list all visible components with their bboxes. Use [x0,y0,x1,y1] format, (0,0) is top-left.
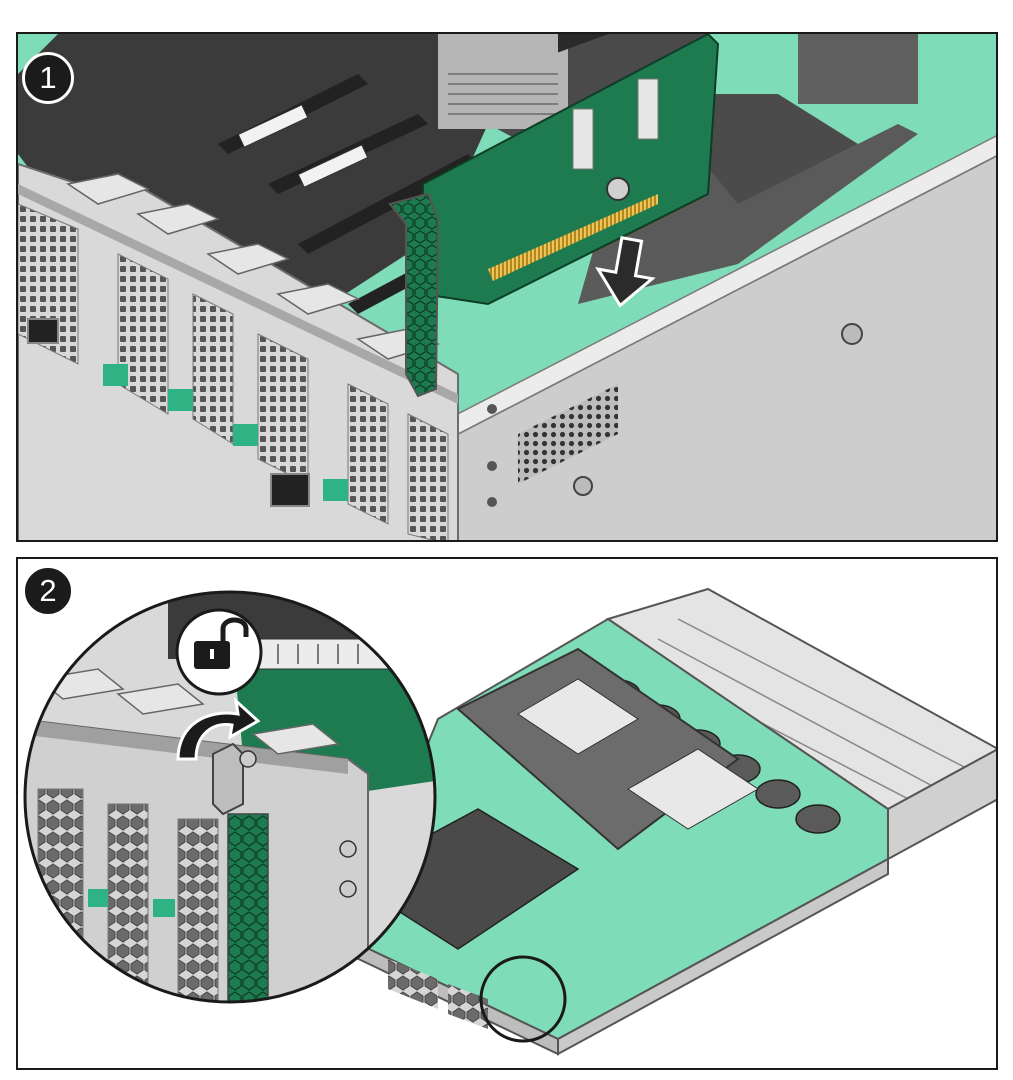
padlock-unlocked-icon [175,608,263,696]
detail-highlight-circle [479,955,567,1043]
step-1-illustration [18,34,996,540]
ethernet-port [270,473,310,507]
card-bracket [388,192,440,398]
vent-holes [518,384,618,484]
step-2-badge: 2 [22,565,74,617]
server-overview [346,587,996,1056]
retainer-latch [212,742,244,816]
step-1-badge: 1 [22,52,74,104]
arrow-down-icon [595,236,656,308]
rear-component [798,34,918,104]
card-bracket-detail [227,813,269,1002]
zoom-callout [23,590,437,1004]
chassis-screw [841,323,863,345]
gold-contacts [488,194,658,281]
step-1-panel [16,32,998,542]
step-2-illustration [23,587,996,1056]
curved-arrow-icon [176,697,261,761]
step-2-panel [16,557,998,1070]
